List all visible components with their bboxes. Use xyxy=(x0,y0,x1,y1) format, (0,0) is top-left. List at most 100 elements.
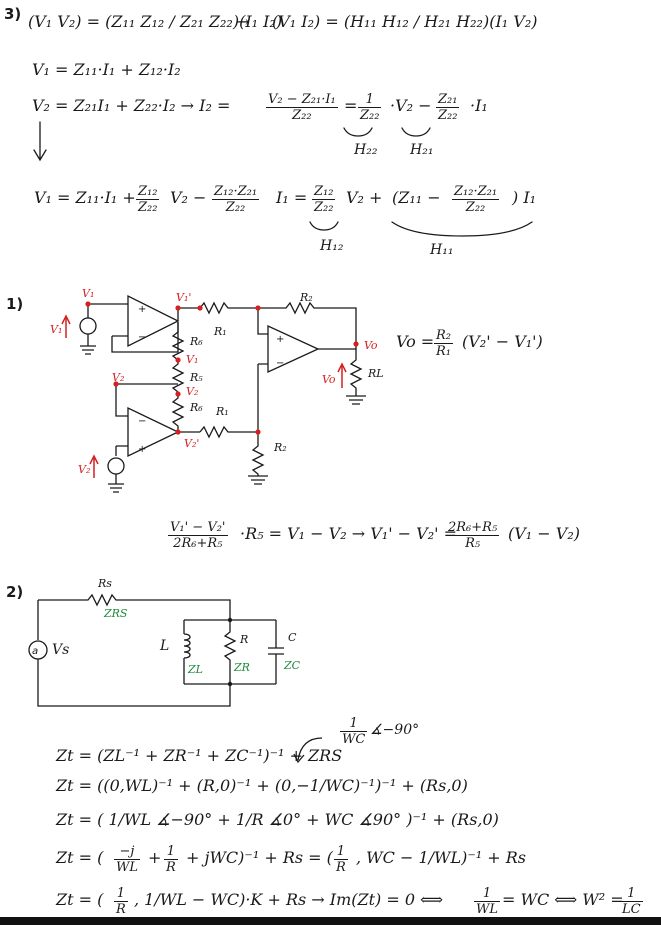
zt-equation-5-mid: , 1/WL − WC)·K + Rs → Im(Zt) = 0 ⟺ xyxy=(134,890,444,909)
zt-equation-1: Zt = (ZL⁻¹ + ZR⁻¹ + ZC⁻¹)⁻¹ + ZRS xyxy=(56,746,343,765)
label-v1-prime: V₁' xyxy=(176,291,192,304)
section-1-label: 1) xyxy=(6,295,24,313)
fraction-den: 2R₆+R₅ xyxy=(173,536,223,551)
resistor-r6-bottom xyxy=(171,394,185,432)
bottom-edge-bar xyxy=(0,917,661,925)
fraction-1-wl: 1 WL xyxy=(474,886,500,917)
term-v2-plus: V₂ + xyxy=(346,188,383,207)
label-r6-bottom: R₆ xyxy=(190,401,203,414)
fraction-1-r-b: 1 R xyxy=(334,844,348,875)
note-arrow-icon xyxy=(293,737,323,764)
arrow-vo-icon xyxy=(337,362,347,388)
label-v2-prime: V₂' xyxy=(184,437,200,450)
label-r1-top: R₁ xyxy=(214,325,227,338)
fraction-num: 1 xyxy=(620,886,643,902)
svg-text:+: + xyxy=(138,304,146,315)
resistor-r2-bottom xyxy=(248,432,268,485)
fraction-den: WL xyxy=(116,860,138,875)
term-i1-equals: I₁ = xyxy=(276,188,308,207)
fraction-den: R xyxy=(116,902,126,917)
fraction-den: Z₂₂ xyxy=(438,108,458,123)
label-l: L xyxy=(160,638,170,654)
inductor-l xyxy=(183,620,191,684)
resistor-r1-top xyxy=(199,301,258,315)
fraction-1-r-c: 1 R xyxy=(114,886,128,917)
equation-v2: V₂ = Z₂₁I₁ + Z₂₂·I₂ → I₂ = xyxy=(32,96,231,115)
fraction-den: WL xyxy=(476,902,498,917)
fraction-den: LC xyxy=(622,902,641,917)
label-zc: ZC xyxy=(284,659,301,672)
fraction-num: 1 xyxy=(114,886,128,902)
resistor-r6-top xyxy=(171,322,185,361)
fraction-num: 1 xyxy=(334,844,348,860)
svg-text:+: + xyxy=(138,444,146,455)
fraction-gain-left: V₁' − V₂' 2R₆+R₅ xyxy=(168,520,228,551)
label-h11: H₁₁ xyxy=(430,242,454,258)
gain-equation: ·R₅ = V₁ − V₂ → V₁' − V₂' = xyxy=(240,524,458,543)
note-angle: ∡−90° xyxy=(370,722,420,738)
label-vo: Vo xyxy=(364,339,378,352)
brace-h12 xyxy=(309,221,339,231)
fraction-r2-r1: R₂ R₁ xyxy=(434,328,453,359)
fraction-den: R₁ xyxy=(436,344,451,359)
term-v2-minus: V₂ − xyxy=(170,188,207,207)
fraction-1-r: 1 R xyxy=(164,844,178,875)
fraction-num: 1 xyxy=(358,92,382,108)
section-3-label: 3) xyxy=(4,5,22,23)
label-v1-node: V₁ xyxy=(186,353,199,366)
label-r: R xyxy=(240,633,249,646)
label-r6-top: R₆ xyxy=(190,335,203,348)
fraction-gain-right: 2R₆+R₅ R₅ xyxy=(446,520,500,551)
label-h12: H₁₂ xyxy=(320,238,344,254)
fraction-num: R₂ xyxy=(434,328,453,344)
label-r1-bottom: R₁ xyxy=(216,405,229,418)
label-r2-bottom: R₂ xyxy=(274,441,287,454)
fraction-z21-z22: Z₂₁ Z₂₂ xyxy=(436,92,460,123)
vo-equation-diff: (V₂' − V₁') xyxy=(462,332,543,351)
plus-sign: + xyxy=(148,848,162,867)
fraction-num: Z₁₂·Z₂₁ xyxy=(212,184,260,200)
brace-h21 xyxy=(401,127,431,137)
fraction-num: 1 xyxy=(474,886,500,902)
label-h21: H₂₁ xyxy=(410,142,434,158)
label-v2: V₂ xyxy=(112,371,125,384)
vo-equation: Vo = xyxy=(396,332,435,351)
label-rs: Rs xyxy=(98,577,112,590)
gain-equation-end: (V₁ − V₂) xyxy=(508,524,580,543)
paren-close-i1: ) I₁ xyxy=(512,188,537,207)
note-fraction: 1 WC xyxy=(340,716,368,747)
h-matrix-equation: (V₁ I₂) = (H₁₁ H₁₂ / H₂₁ H₂₂)(I₁ V₂) xyxy=(272,12,538,31)
zt-equation-5-end: = WC ⟺ W² = xyxy=(502,890,624,909)
section-2-label: 2) xyxy=(6,583,24,601)
label-zl: ZL xyxy=(188,663,203,676)
fraction-i2-den: Z₂₂ xyxy=(292,108,312,123)
fraction-den: R₅ xyxy=(465,536,481,551)
fraction-i2: V₂ − Z₂₁·I₁ Z₂₂ xyxy=(266,92,338,123)
equals-sign: = xyxy=(344,96,358,115)
fraction-i2-num: V₂ − Z₂₁·I₁ xyxy=(266,92,338,108)
fraction-den: Z₂₂ xyxy=(225,200,246,215)
fraction-num: Z₂₁ xyxy=(436,92,460,108)
label-v2-source: V₂ xyxy=(78,463,91,476)
label-zrs: ZRS xyxy=(104,607,128,620)
fraction-z12z21-z22: Z₁₂·Z₂₁ Z₂₂ xyxy=(212,184,260,215)
label-r2-top: R₂ xyxy=(300,291,313,304)
fraction-den: R xyxy=(166,860,176,875)
label-c: C xyxy=(288,631,297,644)
fraction-z12-z22-b: Z₁₂ Z₂₂ xyxy=(312,184,336,215)
label-vs: Vs xyxy=(52,642,70,658)
label-v2-node: V₂ xyxy=(186,385,199,398)
svg-text:a: a xyxy=(32,646,38,657)
svg-text:+: + xyxy=(276,334,284,345)
fraction-den: Z₂₂ xyxy=(360,108,380,123)
fraction-z12-z22: Z₁₂ Z₂₂ xyxy=(136,184,160,215)
capacitor-c xyxy=(268,620,284,684)
fraction-num: 1 xyxy=(164,844,178,860)
opamp-top xyxy=(127,294,180,348)
resistor-r xyxy=(223,620,237,684)
equation-v1-expanded: V₁ = Z₁₁·I₁ + xyxy=(34,188,136,207)
opamp-bottom xyxy=(127,406,180,458)
